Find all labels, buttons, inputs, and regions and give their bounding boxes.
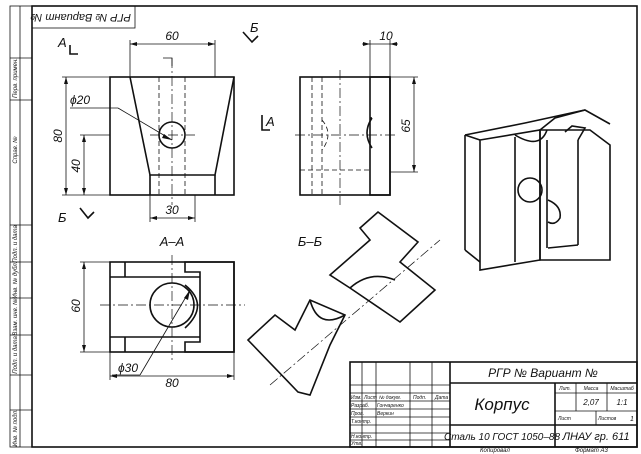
mark-b-bottom: Б [58,210,67,225]
mark-a-side: А [265,114,275,129]
strip-label-2: Справ. № [12,136,19,164]
dim-section-height: 60 [69,299,83,313]
strip-label-3: Подп. и дата [13,225,19,263]
dim-section-hole-dia: ϕ30 [118,361,138,375]
front-dimensions: 60 80 40 ϕ20 30 [51,29,216,222]
side-hatch-rib [369,76,391,196]
top-stamp-text: РГР № Вариант № [30,11,131,23]
tb-header-date: Дата [434,395,448,401]
section-aa-label: А–А [159,234,185,249]
dim-width-top: 60 [165,29,179,43]
tb-header-sign: Подп. [413,395,426,401]
tb-sheet-label: Лист [557,416,571,422]
tb-col-lit: Лит. [558,386,571,392]
isometric-view [464,109,611,271]
section-bb: Б–Б [246,210,441,396]
tb-sheets-count: 1 [630,416,634,423]
tb-doc-title: РГР № Вариант № [488,366,598,380]
tb-role-check: Пров. [351,411,364,417]
tb-name-dev: Гончаренко [377,403,404,409]
dim-rib-width: 10 [379,29,393,43]
side-dimensions: 10 65 [362,29,418,173]
dim-height-side: 65 [399,119,413,133]
tb-name-check: Веркин [377,411,394,417]
dim-height-total: 80 [51,129,65,143]
tb-header-izm: Изм. [351,395,362,401]
tb-scale-value: 1:1 [616,398,627,407]
tb-role-approve: Утв. [351,441,362,447]
mark-a-top: А [57,35,67,50]
tb-footer-copied: Копировал [480,448,510,454]
tb-org: ЛНАУ гр. 611 [561,431,629,443]
strip-label-1: Перв. примен. [13,58,19,98]
section-aa-dimensions: 60 80 ϕ30 [69,261,235,390]
title-block: Изм. Лист № докум. Подп. Дата Разраб. Пр… [349,361,638,454]
tb-header-list: Лист [363,395,377,401]
tb-part-name: Корпус [474,395,530,414]
tb-sheets-label: Листов [597,416,617,422]
dim-section-width: 80 [165,376,179,390]
tb-col-scale: Масштаб [610,386,634,392]
iso-hole [517,177,543,203]
dim-hole-dia: ϕ20 [70,93,90,107]
section-aa: А–А [100,234,245,360]
strip-label-6: Подп. и дата [13,336,19,374]
tb-col-mass: Масса [584,386,599,392]
dim-height-lower: 40 [69,159,83,173]
tb-material: Сталь 10 ГОСТ 1050–88 [444,432,560,443]
side-view [295,70,395,205]
strip-label-7: Инв. № подл. [12,409,19,446]
strip-label-5: Взам. инв. № [12,298,19,336]
dim-width-bottom: 30 [165,203,179,217]
left-strip: Перв. примен. Справ. № Подп. и дата Инв.… [9,5,33,448]
tb-role-dev: Разраб. [351,403,369,409]
front-view [109,57,235,205]
tb-header-doc: № докум. [379,395,401,401]
section-bb-label: Б–Б [298,234,323,249]
tb-footer-format: Формат А3 [575,448,608,454]
top-stamp: РГР № Вариант № [30,5,136,29]
tb-mass-value: 2,07 [582,398,599,407]
tb-role-ncontr: Н.контр. [351,434,372,440]
section-marks: А А Б Б [57,20,275,225]
tb-role-tcontr: Т.контр. [351,419,371,425]
mark-b-top: Б [250,20,259,35]
strip-label-4: Инв. № дубл. [12,262,19,299]
